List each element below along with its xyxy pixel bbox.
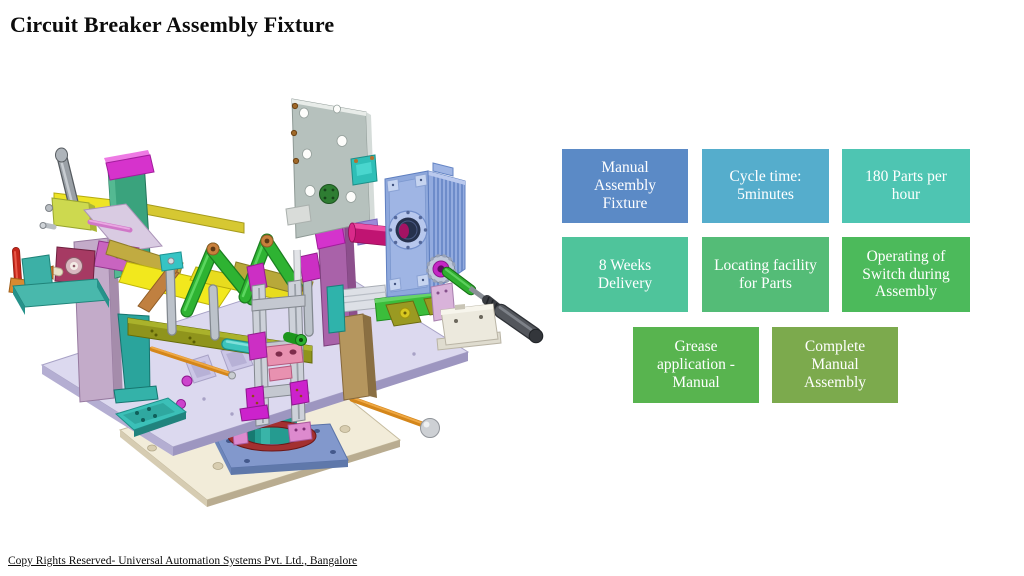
hand-crank-handle	[468, 285, 544, 344]
worm-gearbox	[384, 162, 477, 298]
info-box-label: 180 Parts per hour	[865, 168, 947, 203]
info-box-manual-assembly-fixture: Manual Assembly Fixture	[562, 149, 688, 223]
info-box-label: Operating of Switch during Assembly	[862, 247, 950, 301]
info-box-label: Cycle time: 5minutes	[729, 168, 802, 203]
info-box-parts-per-hour: 180 Parts per hour	[842, 149, 970, 223]
center-tower	[221, 279, 310, 427]
info-box-switch-operation: Operating of Switch during Assembly	[842, 237, 970, 312]
electrical-box	[430, 282, 502, 351]
copyright-footer: Copy Rights Reserved- Universal Automati…	[8, 555, 358, 567]
info-box-label: Manual Assembly Fixture	[594, 159, 656, 212]
info-box-cycle-time: Cycle time: 5minutes	[702, 149, 829, 223]
cad-model-figure	[8, 88, 548, 513]
cad-model-illustration	[8, 98, 544, 507]
info-box-locating-facility: Locating facility for Parts	[702, 237, 829, 312]
left-clamp-assembly	[8, 147, 245, 404]
info-box-complete-assembly: Complete Manual Assembly	[772, 327, 898, 403]
page-title: Circuit Breaker Assembly Fixture	[10, 12, 335, 37]
info-box-delivery: 8 Weeks Delivery	[562, 237, 688, 312]
info-box-label: Locating facility for Parts	[714, 256, 817, 292]
info-box-label: 8 Weeks Delivery	[597, 256, 653, 292]
info-box-label: Complete Manual Assembly	[804, 338, 866, 391]
info-box-label: Grease application - Manual	[657, 338, 735, 391]
vertical-gear-plate	[285, 98, 378, 239]
info-box-grease-application: Grease application - Manual	[633, 327, 759, 403]
